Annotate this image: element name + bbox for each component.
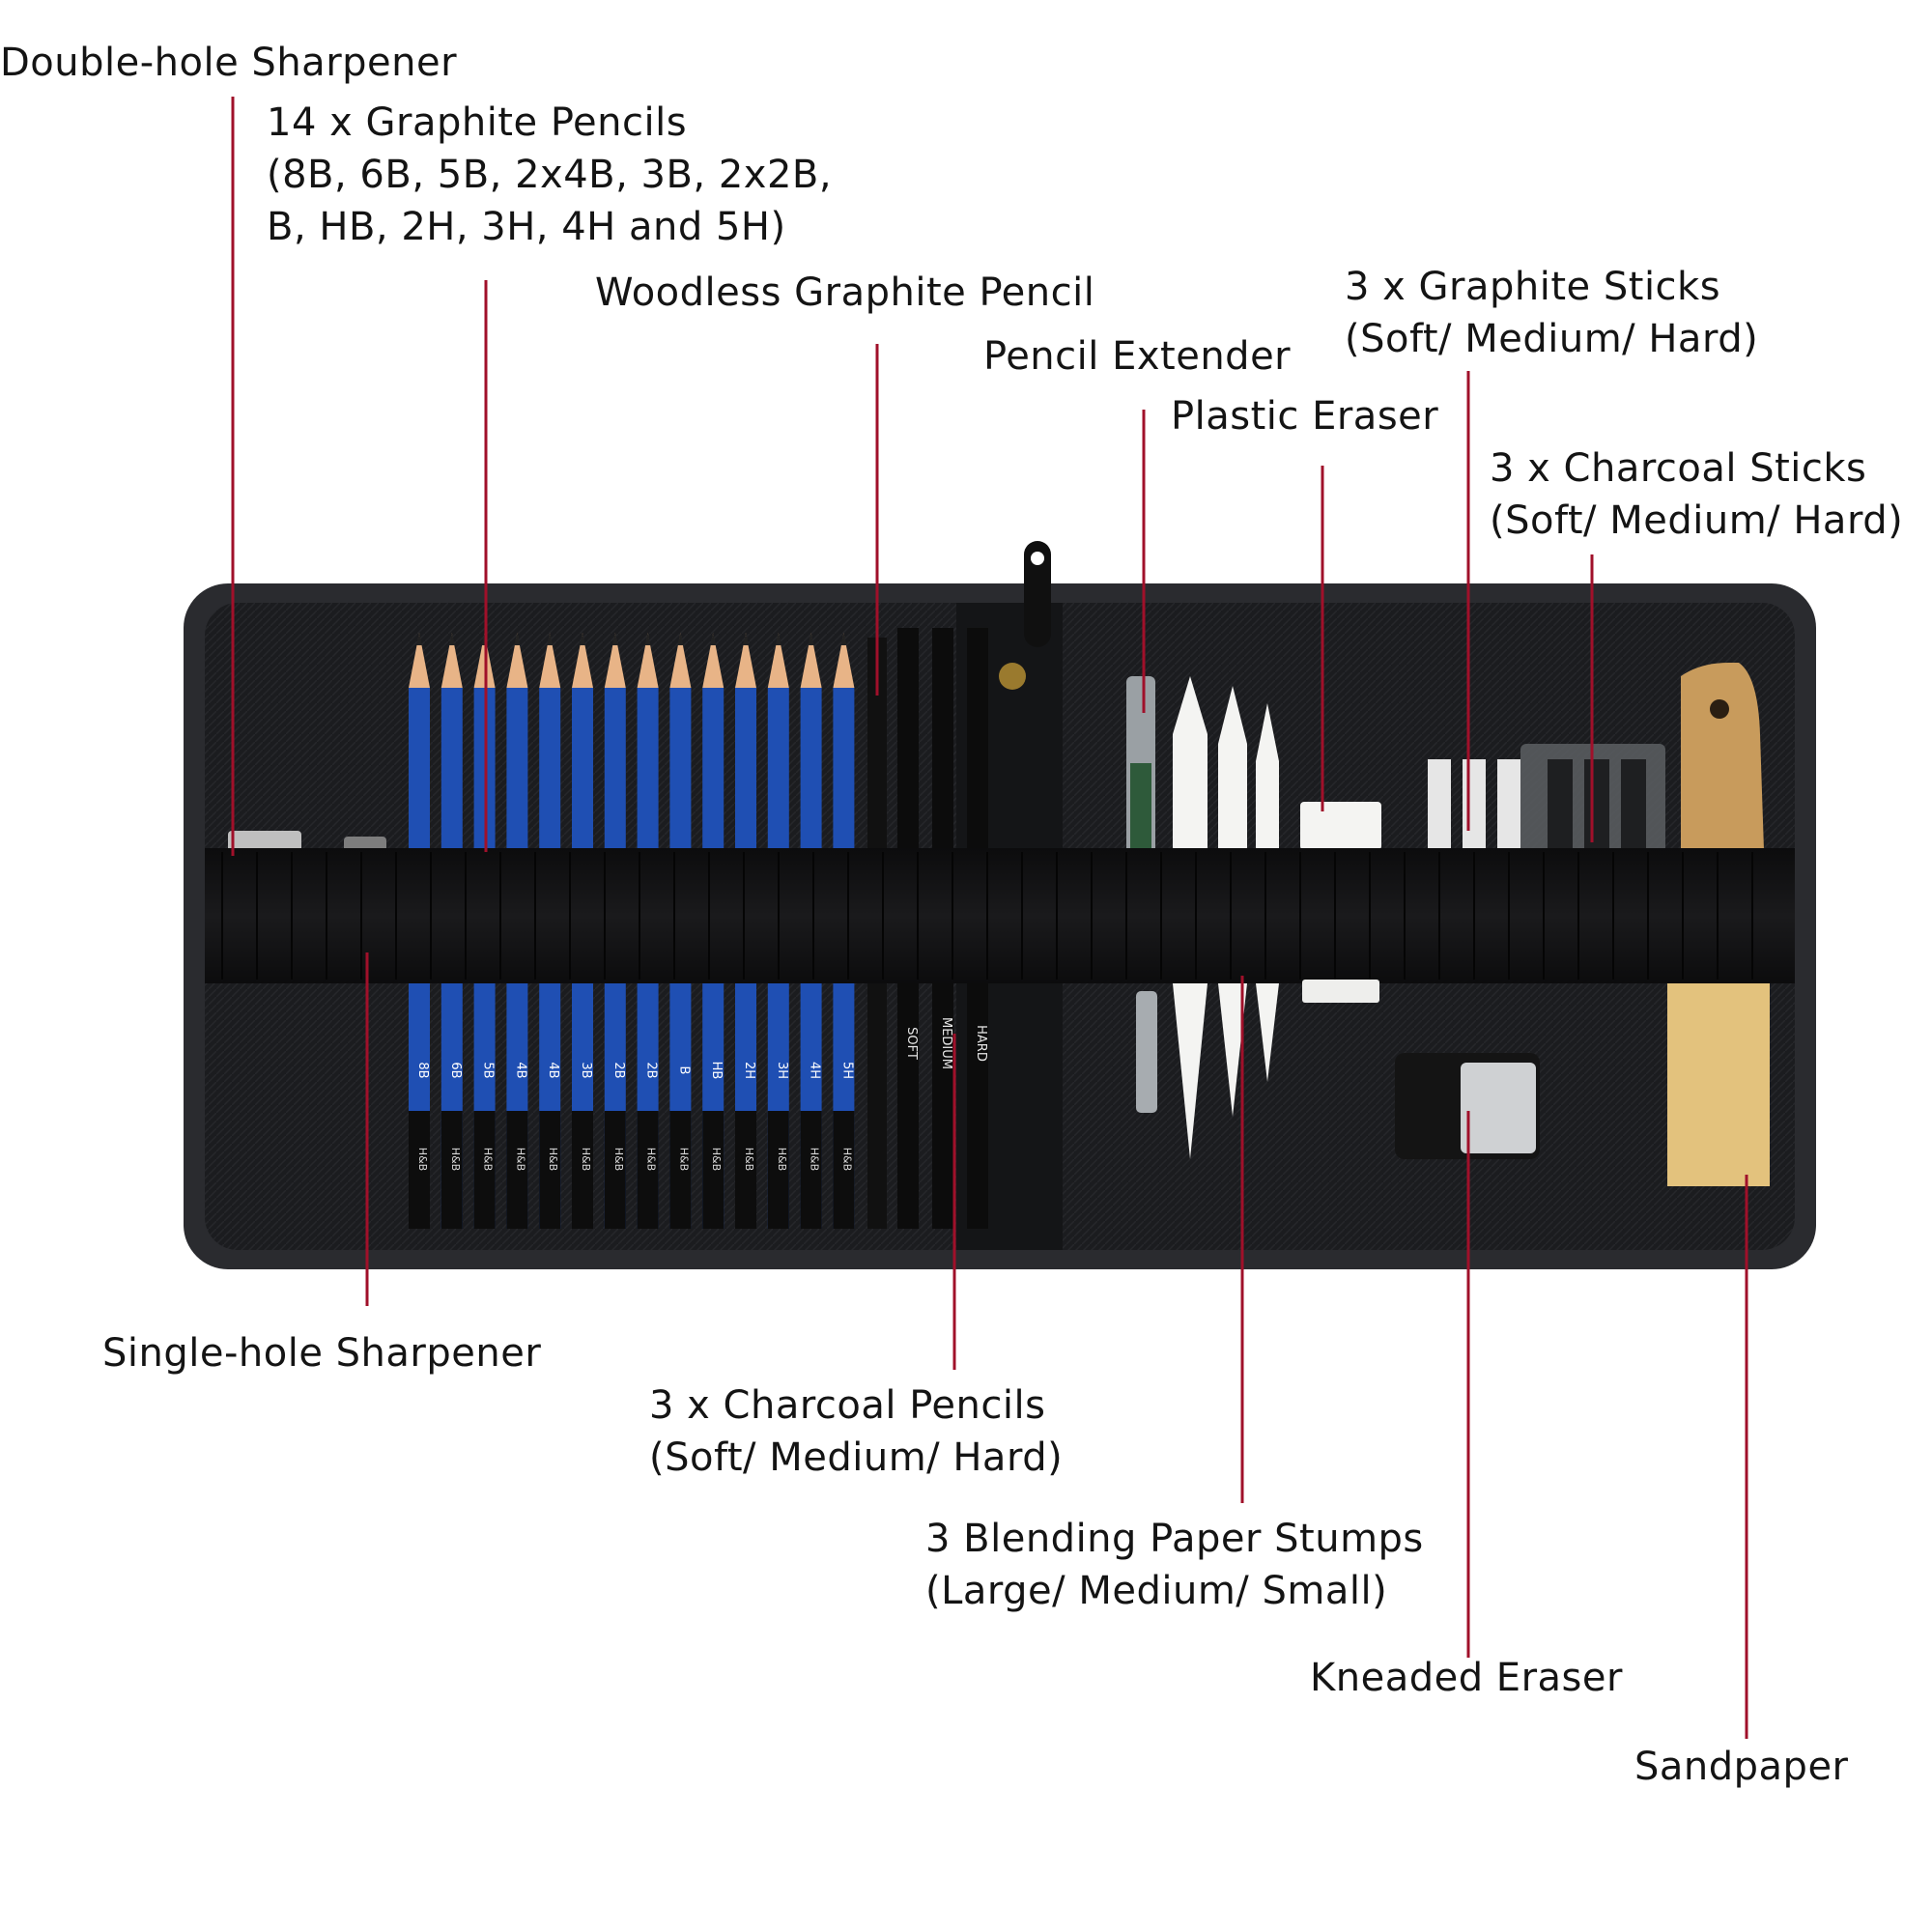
pencil-grade-label: 3B xyxy=(579,1062,593,1078)
charcoal-grade-label: SOFT xyxy=(904,1027,919,1060)
pencil-grade-label: 4B xyxy=(546,1062,560,1078)
pencil-brand-label: H&B xyxy=(645,1148,658,1171)
pencil-brand-label: H&B xyxy=(809,1148,821,1171)
blending-stump-lower xyxy=(1173,983,1208,1159)
blending-stump-tip xyxy=(1173,676,1208,734)
pencil-grade-label: HB xyxy=(709,1062,724,1080)
blending-stump-body xyxy=(1173,734,1208,860)
blending-stump-tip xyxy=(1256,703,1279,761)
graphite-stick xyxy=(1497,759,1520,856)
pencil-brand-label: H&B xyxy=(612,1148,625,1171)
sandpaper-pad xyxy=(1667,983,1770,1186)
pencil-grade-label: B xyxy=(676,1066,691,1075)
charcoal-stick xyxy=(1548,759,1573,860)
charcoal-stick xyxy=(1584,759,1609,860)
blending-stump-lower xyxy=(1218,983,1247,1117)
blending-stump-body xyxy=(1256,761,1279,860)
graphite-stick xyxy=(1428,759,1451,856)
pencil-brand-label: H&B xyxy=(547,1148,559,1171)
pencil-grade-label: 2B xyxy=(644,1062,659,1078)
pencil-grade-label: 2B xyxy=(611,1062,626,1078)
pencil-brand-label: H&B xyxy=(677,1148,690,1171)
label-charcoal-sticks: 3 x Charcoal Sticks (Soft/ Medium/ Hard) xyxy=(1490,446,1904,543)
sandpaper-hole-icon xyxy=(1710,699,1729,719)
pencil-brand-label: H&B xyxy=(514,1148,526,1171)
label-double-hole-sharpener: Double-hole Sharpener xyxy=(0,41,458,85)
sandpaper-handle xyxy=(1681,663,1764,850)
pencil-brand-label: H&B xyxy=(482,1148,495,1171)
plastic-eraser-lower xyxy=(1302,980,1379,1003)
graphite-stick xyxy=(1463,759,1486,856)
label-graphite-pencils: 14 x Graphite Pencils (8B, 6B, 5B, 2x4B,… xyxy=(267,100,833,249)
pencil-extender-tip xyxy=(1136,991,1157,1113)
label-sandpaper: Sandpaper xyxy=(1634,1745,1849,1789)
kneaded-eraser-foil xyxy=(1461,1063,1536,1153)
zipper-pull-icon xyxy=(999,541,1051,690)
pencil-brand-label: H&B xyxy=(840,1148,853,1171)
label-woodless-pencil: Woodless Graphite Pencil xyxy=(595,270,1095,315)
pencil-grade-label: 4H xyxy=(808,1062,822,1079)
blending-stump-lower xyxy=(1256,983,1279,1082)
pencil-grade-label: 8B xyxy=(415,1062,430,1078)
pencil-brand-label: H&B xyxy=(580,1148,592,1171)
pencil-grade-label: 2H xyxy=(742,1062,756,1079)
elastic-band-top xyxy=(205,848,1795,983)
label-plastic-eraser: Plastic Eraser xyxy=(1171,394,1439,439)
pencil-grade-label: 3H xyxy=(775,1062,789,1079)
pencil-brand-label: H&B xyxy=(776,1148,788,1171)
label-single-hole-sharpener: Single-hole Sharpener xyxy=(102,1331,542,1376)
pencil-brand-label: H&B xyxy=(449,1148,462,1171)
graphite-pencil xyxy=(409,633,430,1229)
pencil-grade-label: 5B xyxy=(481,1062,496,1078)
pencil-grade-label: 4B xyxy=(513,1062,527,1078)
plastic-eraser xyxy=(1300,802,1381,850)
pencil-brand-label: H&B xyxy=(743,1148,755,1171)
label-kneaded-eraser: Kneaded Eraser xyxy=(1310,1656,1623,1700)
charcoal-grade-label: MEDIUM xyxy=(939,1017,953,1069)
pencil-grade-label: 6B xyxy=(448,1062,463,1078)
pencil-brand-label: H&B xyxy=(416,1148,429,1171)
label-graphite-sticks: 3 x Graphite Sticks (Soft/ Medium/ Hard) xyxy=(1345,265,1759,361)
blending-stump-tip xyxy=(1218,686,1247,744)
pencil-brand-label: H&B xyxy=(710,1148,723,1171)
label-blending-stumps: 3 Blending Paper Stumps (Large/ Medium/ … xyxy=(925,1517,1424,1613)
charcoal-stick xyxy=(1621,759,1646,860)
blending-stump-body xyxy=(1218,744,1247,860)
pencil-grade-label: 5H xyxy=(839,1062,854,1079)
pencil-extender-grip xyxy=(1130,763,1151,858)
label-pencil-extender: Pencil Extender xyxy=(983,334,1292,379)
charcoal-grade-label: HARD xyxy=(974,1025,988,1062)
label-charcoal-pencils: 3 x Charcoal Pencils (Soft/ Medium/ Hard… xyxy=(649,1383,1064,1480)
